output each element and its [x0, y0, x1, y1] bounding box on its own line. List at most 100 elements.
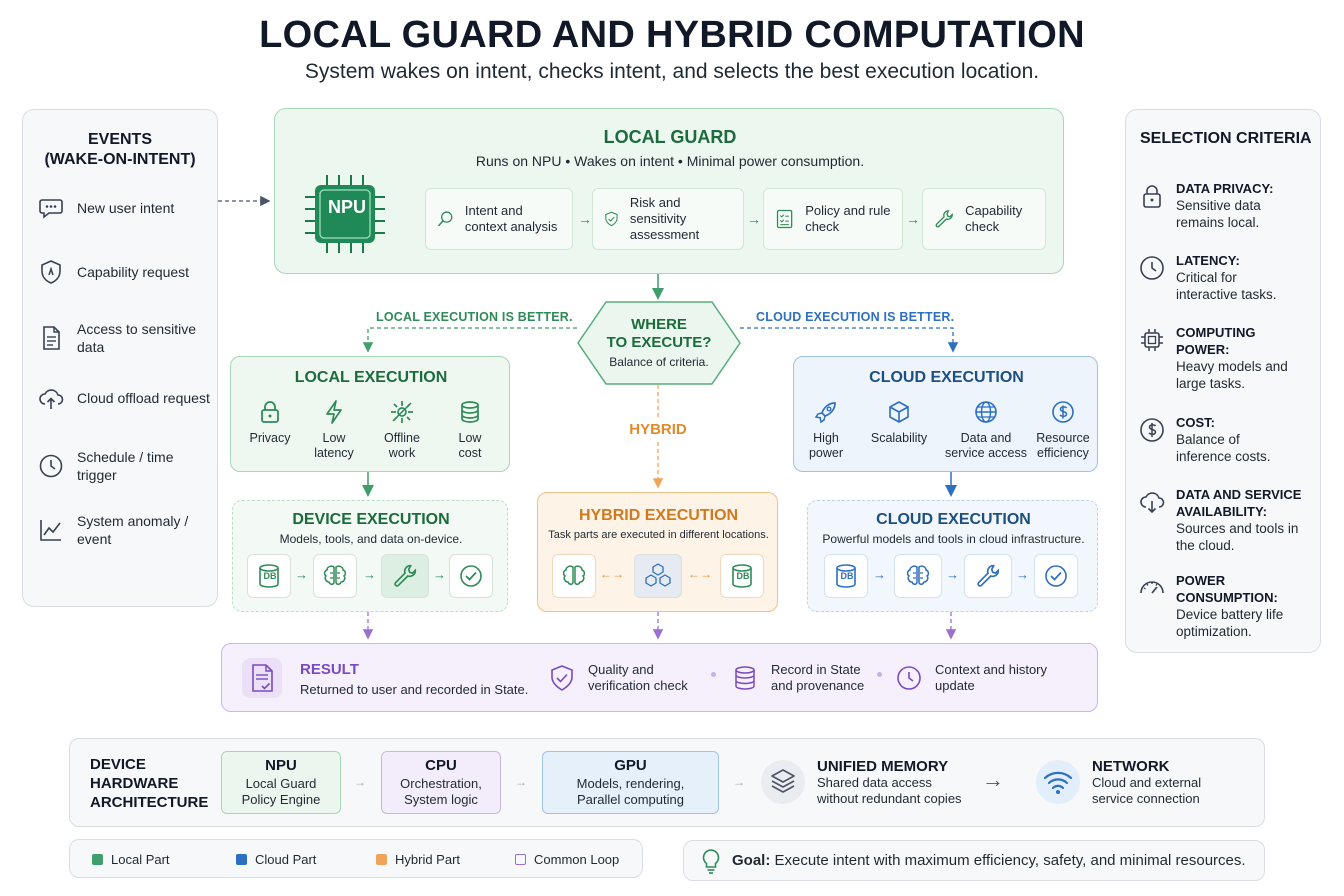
goal-text: Execute intent with maximum efficiency, … — [774, 852, 1246, 869]
wrench-icon — [977, 564, 1000, 587]
hw-network: NETWORK Cloud and external service conne… — [1092, 758, 1202, 807]
criteria-item-availability: DATA AND SERVICE AVAILABILITY: Sources a… — [1138, 486, 1322, 554]
goal-panel: Goal: Execute intent with maximum effici… — [683, 840, 1265, 881]
event-item-new-intent: New user intent — [37, 194, 212, 222]
feature-low-cost: Low cost — [441, 399, 499, 461]
legend-swatch — [236, 854, 247, 865]
hybrid-execution-panel: HYBRID EXECUTION Task parts are executed… — [537, 492, 778, 612]
cloud-execution-title: CLOUD EXECUTION — [869, 369, 1024, 386]
hardware-panel: DEVICE HARDWARE ARCHITECTURE NPU Local G… — [69, 738, 1265, 827]
event-item-schedule: Schedule / time trigger — [37, 448, 212, 484]
cloud-download-icon — [1140, 492, 1165, 514]
document-icon — [43, 326, 60, 350]
cloud-infra-subtitle: Powerful models and tools in cloud infra… — [822, 532, 1085, 546]
criteria-item-privacy: DATA PRIVACY: Sensitive data remains loc… — [1138, 180, 1318, 231]
trend-chart-icon — [40, 520, 61, 541]
legend-swatch — [515, 854, 526, 865]
chip-icon — [1141, 329, 1163, 351]
feature-scalability: Scalability — [864, 399, 934, 446]
database-icon — [732, 564, 752, 588]
chain-arrow: → — [873, 567, 886, 582]
local-execution-panel: LOCAL EXECUTION Privacy Low latency Offl… — [230, 356, 510, 472]
legend-common-loop: Common Loop — [515, 852, 619, 867]
local-better-label: LOCAL EXECUTION IS BETTER. — [376, 310, 573, 324]
legend-swatch — [376, 854, 387, 865]
lightbulb-icon — [702, 848, 720, 874]
legend-local: Local Part — [92, 852, 170, 867]
cloud-execution-infra-panel: CLOUD EXECUTION Powerful models and tool… — [807, 500, 1098, 612]
hybrid-execution-subtitle: Task parts are executed in different loc… — [548, 529, 769, 541]
clock-icon — [1140, 256, 1164, 280]
hw-unified-memory: UNIFIED MEMORY Shared data access withou… — [817, 758, 962, 807]
offline-icon — [391, 401, 413, 423]
guard-step-intent: Intent and context analysis — [425, 188, 573, 250]
step-arrow: → — [747, 211, 761, 227]
database-icon — [836, 564, 856, 588]
checklist-icon — [776, 209, 793, 229]
device-execution-subtitle: Models, tools, and data on-device. — [279, 532, 463, 546]
dollar-icon — [1052, 401, 1074, 423]
bidirectional-arrow: ←→ — [600, 567, 624, 581]
feature-resource-efficiency: Resource efficiency — [1032, 399, 1094, 461]
feature-low-latency: Low latency — [305, 399, 363, 461]
db-node: DB — [824, 554, 868, 598]
db-node: DB — [720, 554, 764, 598]
criteria-item-computing-power: COMPUTING POWER: Heavy models and large … — [1138, 324, 1318, 392]
page-title: LOCAL GUARD AND HYBRID COMPUTATION — [259, 14, 1085, 56]
npu-chip-label: NPU — [327, 197, 366, 217]
cube-icon — [889, 401, 909, 423]
bidirectional-arrow: ←→ — [688, 567, 712, 581]
result-subtitle: Returned to user and recorded in State. — [300, 682, 529, 697]
check-circle-icon — [460, 565, 482, 587]
device-execution-title: DEVICE EXECUTION — [292, 511, 450, 528]
cubes-icon — [645, 563, 671, 587]
hw-arrow: → — [982, 767, 1004, 792]
hw-npu: NPU Local Guard Policy Engine — [221, 751, 341, 814]
cubes-node — [634, 554, 682, 598]
wrench-icon — [935, 210, 953, 228]
cloud-execution-panel: CLOUD EXECUTION High power Scalability D… — [793, 356, 1098, 472]
event-item-capability: Capability request — [37, 258, 212, 286]
model-node — [313, 554, 357, 598]
criteria-item-cost: COST: Balance of inference costs. — [1138, 414, 1318, 465]
wifi-icon — [1036, 760, 1080, 804]
clock-icon — [39, 454, 63, 478]
shield-check-icon — [551, 665, 573, 691]
lock-icon — [261, 401, 279, 423]
criteria-item-power-consumption: POWER CONSUMPTION: Device battery life o… — [1138, 572, 1318, 640]
legend-swatch — [92, 854, 103, 865]
hardware-title: DEVICE HARDWARE ARCHITECTURE — [90, 756, 209, 811]
db-node: DB — [247, 554, 291, 598]
feature-high-power: High power — [800, 399, 852, 461]
chain-arrow: → — [295, 567, 308, 582]
cloud-better-label: CLOUD EXECUTION IS BETTER. — [756, 310, 955, 324]
legend-hybrid: Hybrid Part — [376, 852, 460, 867]
hw-arrow: → — [354, 775, 366, 789]
database-icon — [735, 666, 755, 690]
globe-icon — [975, 401, 997, 423]
separator-dot — [711, 672, 716, 677]
step-arrow: → — [578, 211, 592, 227]
model-node — [894, 554, 942, 598]
hw-arrow: → — [515, 775, 527, 789]
magnifier-icon — [437, 211, 453, 227]
clock-icon — [897, 666, 921, 690]
chain-arrow: → — [946, 567, 959, 582]
feature-data-access: Data and service access — [940, 399, 1032, 461]
hw-arrow: → — [733, 775, 745, 789]
events-panel: EVENTS (WAKE-ON-INTENT) New user intent … — [22, 109, 218, 607]
decision-label: WHERE TO EXECUTE? — [606, 316, 712, 351]
result-panel: RESULT Returned to user and recorded in … — [221, 643, 1098, 712]
feature-offline: Offline work — [373, 399, 431, 461]
device-execution-panel: DEVICE EXECUTION Models, tools, and data… — [232, 500, 508, 612]
guard-step-capability: Capability check — [922, 188, 1046, 250]
gauge-icon — [1140, 581, 1164, 594]
separator-dot — [877, 672, 882, 677]
guard-step-risk: Risk and sensitivity assessment — [592, 188, 744, 250]
check-node — [449, 554, 493, 598]
lock-icon — [1143, 185, 1161, 208]
check-circle-icon — [1045, 565, 1067, 587]
brain-icon — [906, 565, 930, 585]
